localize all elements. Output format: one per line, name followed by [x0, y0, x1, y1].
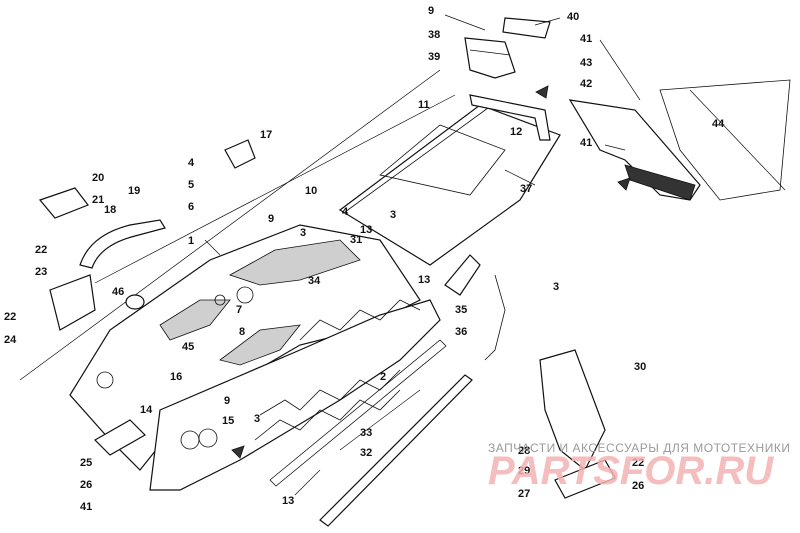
callout: 25	[80, 457, 92, 469]
main-chassis	[69, 224, 441, 491]
tunnel-top-plate	[338, 104, 561, 266]
callout: 4	[342, 206, 349, 218]
callout: 32	[360, 447, 372, 459]
grab-handle	[79, 219, 166, 269]
callout: 39	[428, 51, 440, 63]
part-35	[444, 254, 481, 296]
callout: 13	[418, 274, 430, 286]
callout: 3	[254, 413, 260, 425]
callout-labels: 9 40 38 39 41 43 42 41 44 11 12 17 4 5 6…	[4, 5, 725, 513]
callout: 42	[580, 78, 592, 90]
part-17	[224, 139, 256, 169]
watermark-logo: PARTSFOR.RU	[488, 449, 774, 493]
callout: 21	[92, 194, 104, 206]
callout: 46	[112, 286, 124, 298]
callout: 41	[80, 501, 92, 513]
callout: 3	[300, 227, 306, 239]
callout: 37	[520, 183, 532, 195]
part-36	[484, 274, 506, 361]
callout: 44	[712, 118, 725, 130]
callout: 5	[188, 179, 194, 191]
callout: 8	[239, 326, 245, 338]
callout: 34	[308, 275, 321, 287]
callout: 4	[188, 157, 195, 169]
callout: 23	[35, 266, 47, 278]
callout: 3	[553, 281, 559, 293]
callout: 3	[390, 209, 396, 221]
reference-line	[94, 94, 456, 284]
part-20	[38, 187, 89, 219]
callout: 16	[170, 371, 182, 383]
callout: 10	[305, 185, 317, 197]
callout: 35	[455, 304, 467, 316]
callout: 45	[182, 341, 194, 353]
callout: 15	[222, 415, 234, 427]
direction-arrows	[231, 85, 631, 459]
running-board	[539, 349, 616, 499]
callout: 26	[80, 479, 92, 491]
callout: 40	[567, 11, 579, 23]
callout: 9	[268, 213, 274, 225]
callout: 38	[428, 29, 440, 41]
callout: 31	[350, 234, 362, 246]
side-rails	[269, 339, 473, 527]
callout: 26	[632, 480, 644, 492]
callout: 6	[188, 201, 194, 213]
callout: 11	[418, 99, 430, 111]
side-shield	[49, 274, 96, 331]
callout: 33	[360, 427, 372, 439]
callout: 12	[510, 126, 522, 138]
rear-bracket	[464, 17, 551, 79]
reference-line	[19, 69, 441, 381]
callout: 41	[580, 137, 592, 149]
callout: 19	[128, 185, 140, 197]
part-25	[94, 419, 146, 456]
callout: 13	[282, 495, 294, 507]
callout: 22	[4, 311, 16, 323]
callout: 18	[104, 204, 116, 216]
callout: 30	[634, 361, 646, 373]
callout: 43	[580, 57, 592, 69]
callout: 29	[518, 465, 530, 477]
leader-lines	[204, 14, 641, 496]
callout: 27	[518, 488, 530, 500]
callout: 9	[224, 395, 230, 407]
watermark: ЗАПЧАСТИ И АКСЕССУАРЫ ДЛЯ МОТОТЕХНИКИ PA…	[488, 441, 790, 493]
callout: 20	[92, 172, 104, 184]
callout: 7	[236, 304, 242, 316]
callout: 2	[380, 371, 386, 383]
callout: 17	[260, 129, 272, 141]
watermark-tagline: ЗАПЧАСТИ И АКСЕССУАРЫ ДЛЯ МОТОТЕХНИКИ	[488, 441, 790, 455]
callout: 13	[360, 224, 372, 236]
rear-snow-flap	[568, 79, 791, 201]
callout: 22	[35, 244, 47, 256]
callout: 24	[4, 334, 17, 346]
callout: 41	[580, 33, 592, 45]
part-46	[125, 294, 145, 310]
callout: 22	[632, 457, 644, 469]
callout: 9	[428, 5, 434, 17]
callout: 14	[140, 404, 153, 416]
rear-bumper-bar	[469, 94, 551, 141]
callout: 28	[518, 445, 530, 457]
callout: 1	[188, 235, 194, 247]
callout: 36	[455, 326, 467, 338]
